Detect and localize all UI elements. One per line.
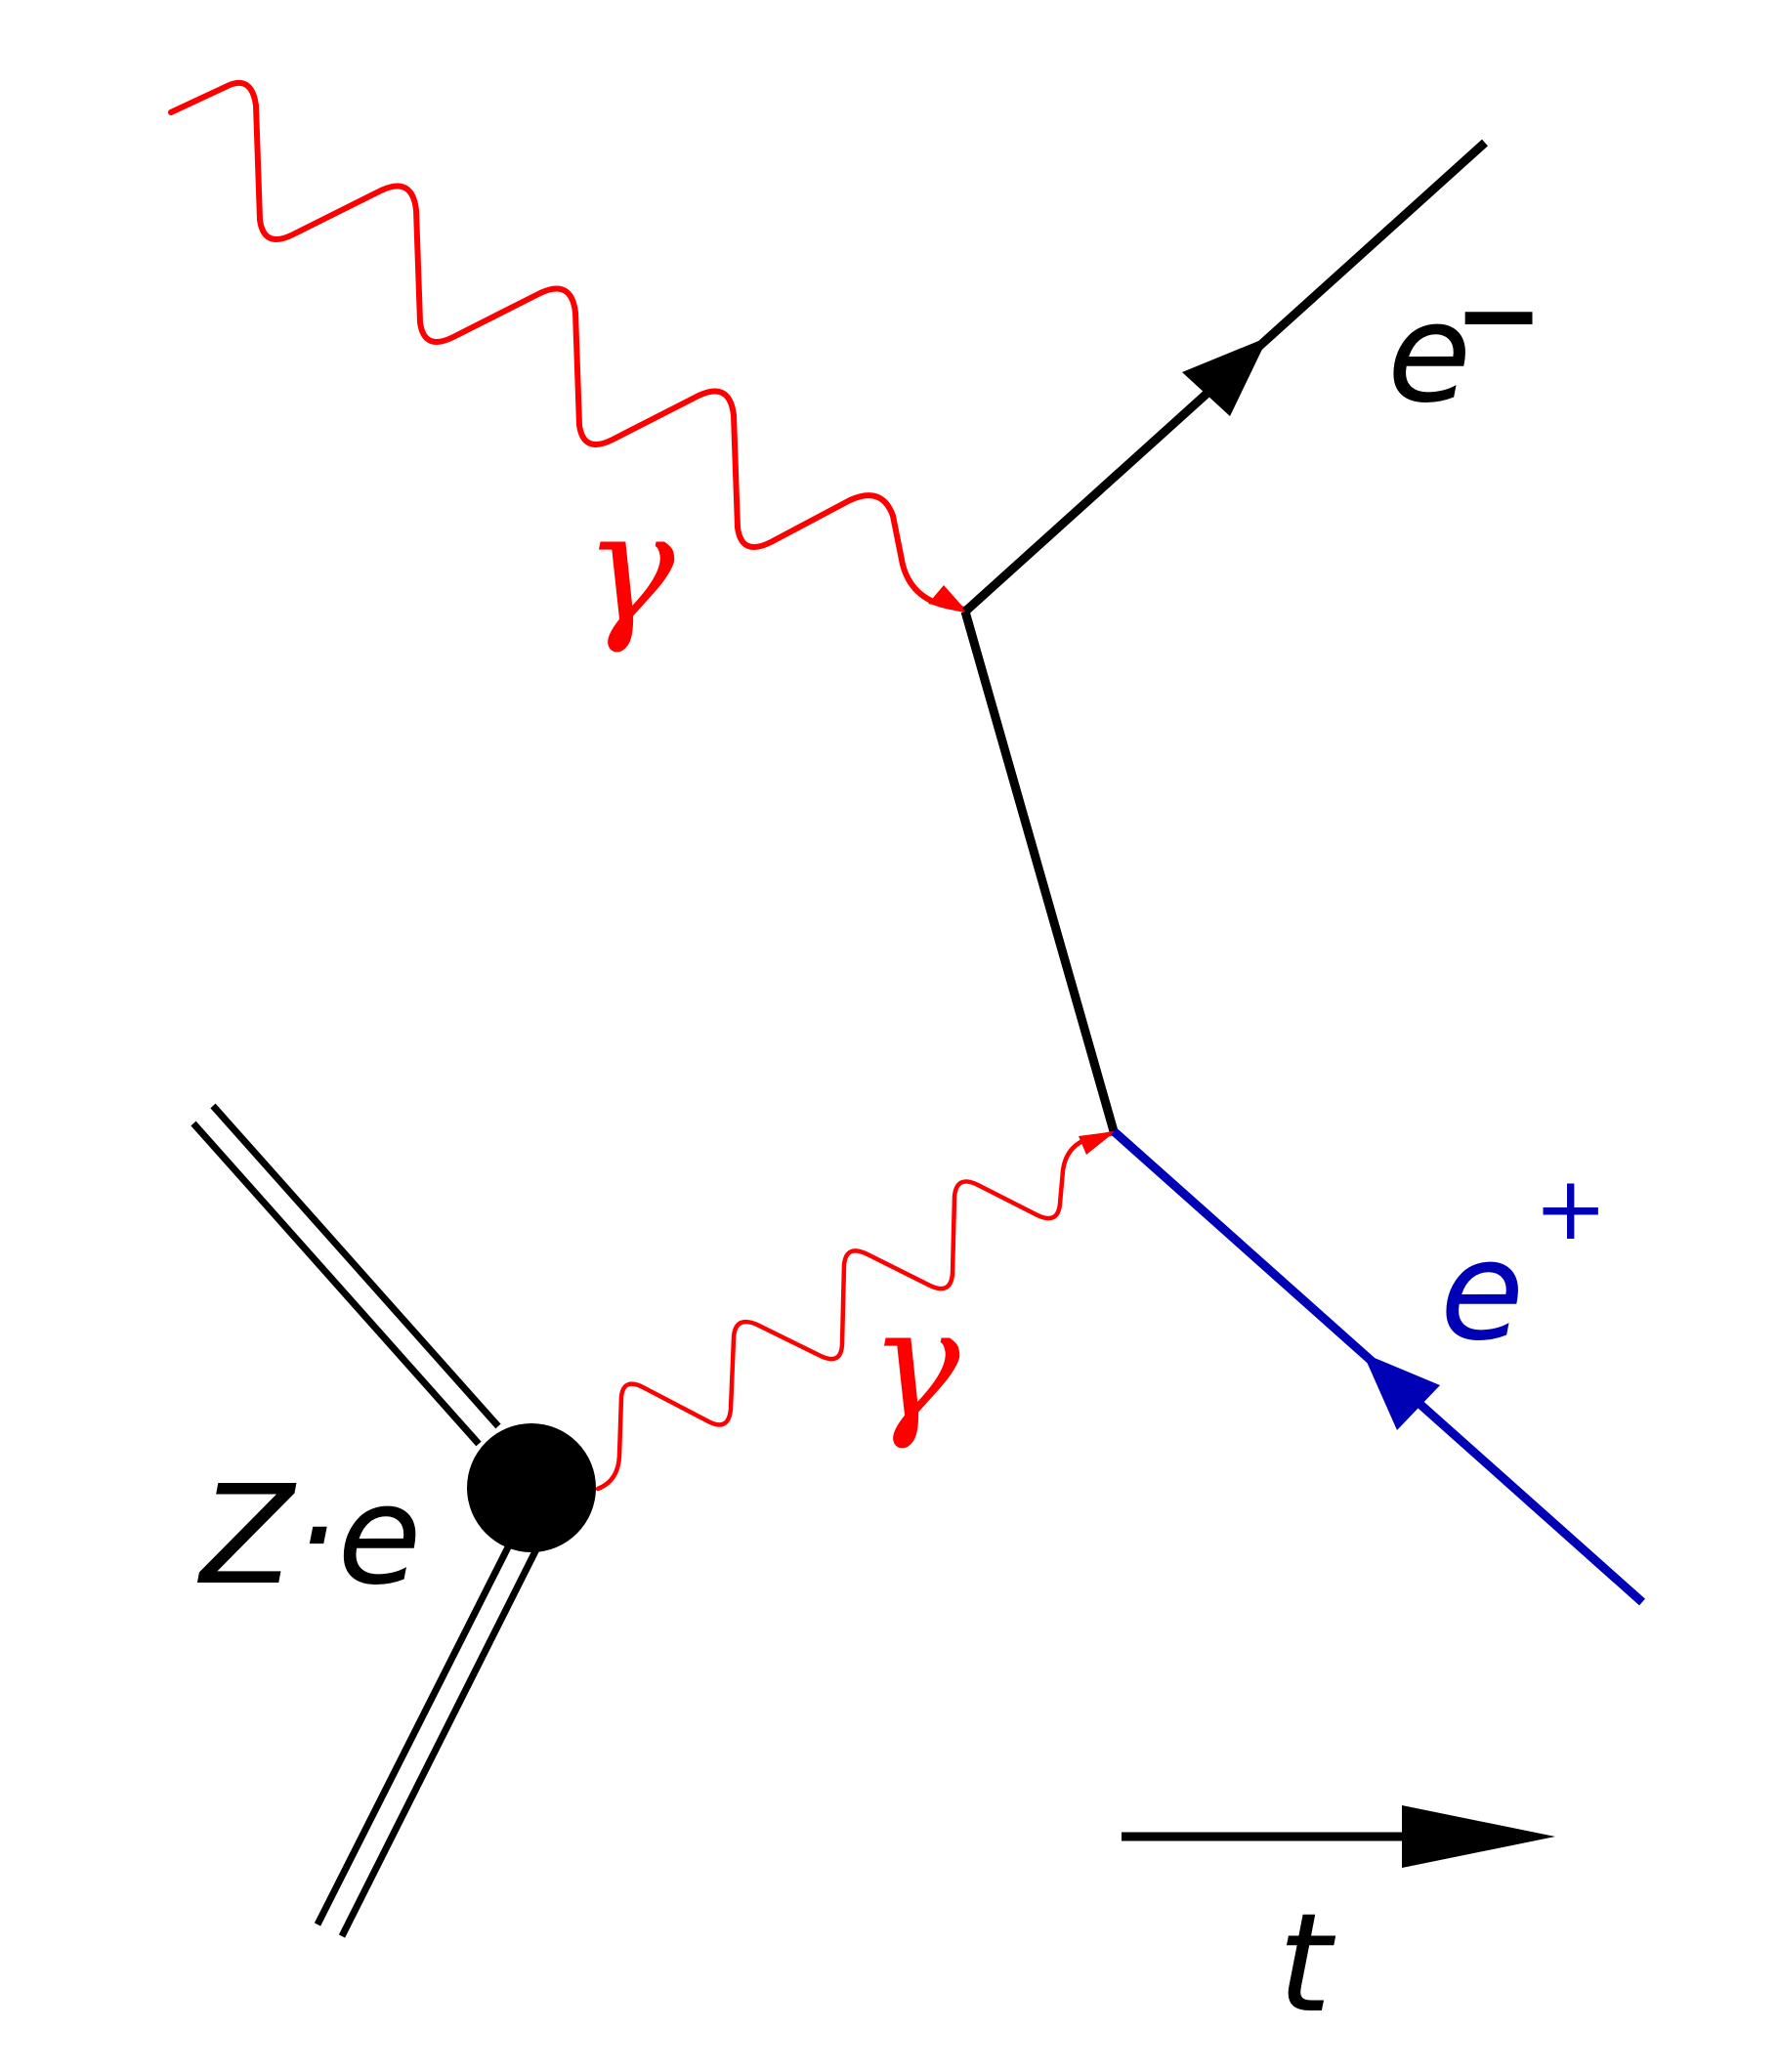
virtual-photon-line [595,1130,1117,1492]
nucleus-vertex [467,1423,596,1552]
incoming-photon-line [168,79,968,613]
fermion-propagator [960,610,1119,1133]
positron-label: e [1440,1212,1524,1372]
nucleus-outgoing-line-b [338,1542,543,1938]
nucleus-incoming-line-a [191,1121,482,1447]
incoming-photon-label: γ [584,480,675,656]
nucleus-incoming-line-b [210,1103,501,1429]
electron-arrowhead [1182,337,1268,416]
electron-label: e [1387,275,1471,434]
electron-charge-sign: − [1454,252,1544,377]
time-axis-label: t [1278,1884,1336,2044]
time-arrow-head [1402,1805,1555,1868]
virtual-photon-arrowhead [1079,1131,1116,1155]
positron-charge-sign: + [1534,1158,1607,1260]
positron-arrowhead [1363,1353,1440,1430]
virtual-photon-label: γ [869,1276,960,1453]
nucleus-outgoing-line-a [314,1530,520,1926]
nucleus-charge-label: Z·e [196,1457,422,1616]
incoming-photon-arrowhead [928,585,967,612]
